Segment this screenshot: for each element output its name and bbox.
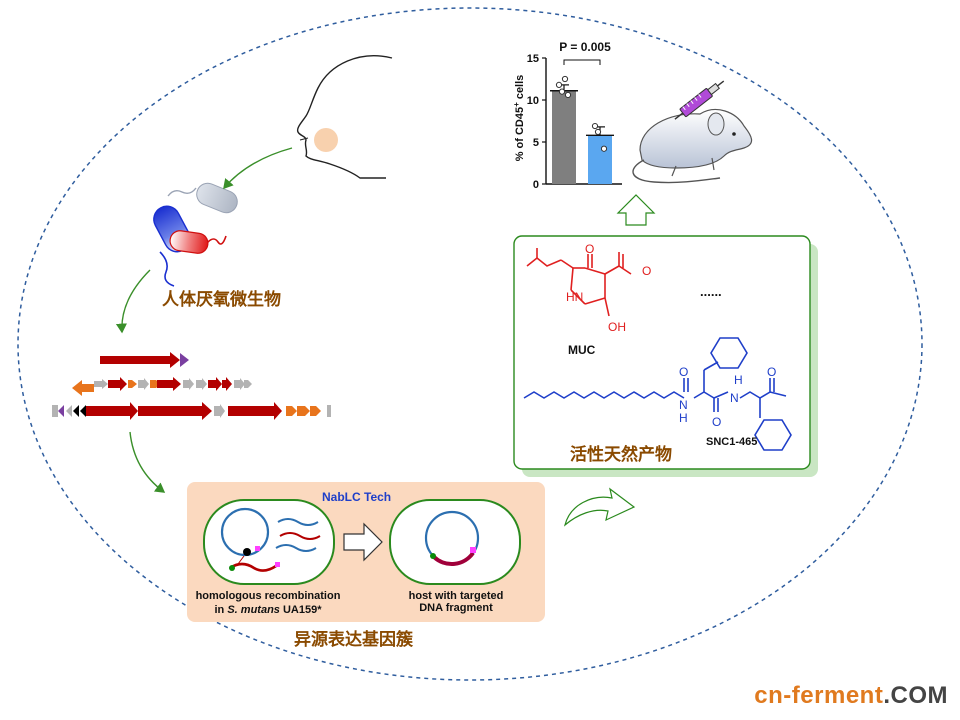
data-point: [561, 75, 569, 83]
muc-atom-o1: O: [585, 242, 594, 256]
snc-atom-o1: O: [679, 365, 688, 379]
muc-atom-oh: OH: [608, 320, 626, 334]
watermark-main: cn-ferment: [754, 682, 884, 709]
y-tick-label: 5: [533, 137, 539, 149]
data-point: [591, 122, 599, 130]
curved-arrow-icon: [563, 487, 636, 527]
more-compounds-ellipsis: ......: [700, 284, 722, 299]
recombination-caption-1: homologous recombination: [196, 590, 341, 602]
muc-atom-o2: O: [642, 264, 651, 278]
bar-chart: % of CD45+ cells P = 0.005 0 5 10 15: [512, 40, 622, 191]
nablc-tech-label: NabLC Tech: [322, 490, 391, 504]
gene-clusters: [52, 352, 331, 420]
microbes-label: 人体厌氧微生物: [162, 289, 281, 310]
natural-products-panel: [513, 235, 811, 470]
arrow-head-to-bacteria: [223, 147, 293, 190]
snc-atom-h2: H: [734, 373, 743, 387]
natural-products-label: 活性天然产物: [570, 444, 672, 465]
data-point: [564, 91, 572, 99]
snc-structure: [523, 361, 787, 418]
bar: [588, 135, 612, 184]
benzene-ring-1: [710, 337, 748, 369]
recombination-caption-2: in S. mutans UA159*: [215, 604, 323, 616]
mouse-icon: [632, 109, 753, 184]
data-point: [558, 88, 566, 95]
arrow-bacteria-to-genes: [115, 269, 151, 334]
watermark-tld: .COM: [883, 682, 948, 709]
data-point: [594, 128, 602, 136]
y-tick-label: 10: [527, 95, 539, 107]
watermark-logo: cn-ferment.COM: [754, 682, 948, 710]
chart-title: P = 0.005: [559, 40, 611, 54]
recombination-cell: [203, 499, 335, 585]
benzene-ring-2: [754, 419, 792, 451]
human-head-icon: [296, 55, 393, 179]
muc-label: MUC: [568, 343, 596, 357]
process-arrow-icon: [343, 522, 383, 562]
snc-atom-o3: O: [767, 365, 776, 379]
y-tick-label: 0: [533, 179, 539, 191]
snc-atom-n1: N: [679, 398, 688, 412]
muc-atom-hn: HN: [566, 290, 583, 304]
arrow-genes-to-expression: [129, 431, 166, 493]
chart-ylabel: % of CD45+ cells: [512, 75, 527, 162]
snc-atom-n2: N: [730, 391, 739, 405]
host-caption-2: DNA fragment: [419, 602, 493, 614]
host-cell: [389, 499, 521, 585]
heterologous-label: 异源表达基因簇: [294, 629, 414, 650]
significance-bracket: [563, 59, 601, 65]
snc-label: SNC1-465: [706, 436, 757, 448]
data-point: [555, 81, 563, 88]
up-arrow-icon: [616, 194, 656, 226]
data-point: [600, 145, 608, 152]
snc-atom-h1: H: [679, 411, 688, 425]
y-tick-label: 15: [527, 53, 539, 65]
bar: [552, 90, 576, 184]
muc-structure: [526, 248, 632, 317]
outer-dashed-ellipse: [17, 7, 923, 681]
snc-atom-o2: O: [712, 415, 721, 429]
bacteria-icon: [153, 182, 238, 287]
host-caption-1: host with targeted: [409, 590, 504, 602]
syringe-icon: [674, 80, 725, 120]
